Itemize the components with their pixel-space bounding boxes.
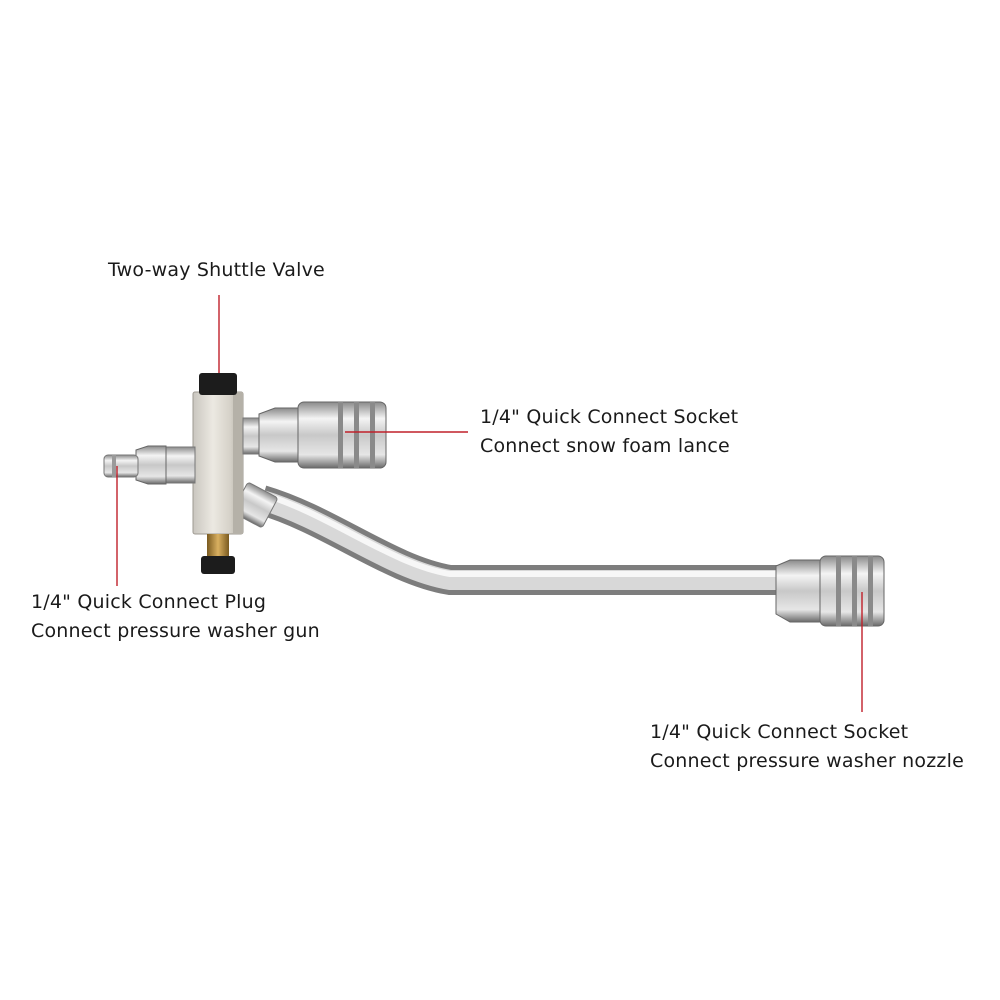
label-gun-plug-line1: 1/4" Quick Connect Plug (31, 591, 267, 613)
label-gun-plug: 1/4" Quick Connect Plug Connect pressure… (31, 588, 320, 646)
label-shuttle-valve-line1: Two-way Shuttle Valve (108, 259, 325, 281)
bottom-rubber-cap (201, 556, 235, 574)
label-foam-socket: 1/4" Quick Connect Socket Connect snow f… (480, 403, 738, 461)
label-gun-plug-line2: Connect pressure washer gun (31, 620, 320, 642)
label-foam-socket-line2: Connect snow foam lance (480, 435, 730, 457)
label-nozzle-socket: 1/4" Quick Connect Socket Connect pressu… (650, 718, 964, 776)
bottom-brass-fitting (207, 534, 229, 558)
curved-tube-highlight (259, 490, 780, 590)
curved-tube-shine (261, 491, 780, 577)
label-foam-socket-line1: 1/4" Quick Connect Socket (480, 406, 739, 428)
label-nozzle-socket-line1: 1/4" Quick Connect Socket (650, 721, 909, 743)
gun-plug-fitting (103, 445, 196, 485)
valve-body-side (233, 392, 243, 534)
label-shuttle-valve: Two-way Shuttle Valve (108, 256, 325, 285)
label-nozzle-socket-line2: Connect pressure washer nozzle (650, 750, 964, 772)
foam-socket-fitting (242, 401, 387, 469)
nozzle-socket-fitting (775, 555, 885, 627)
top-rubber-cap (199, 373, 237, 395)
